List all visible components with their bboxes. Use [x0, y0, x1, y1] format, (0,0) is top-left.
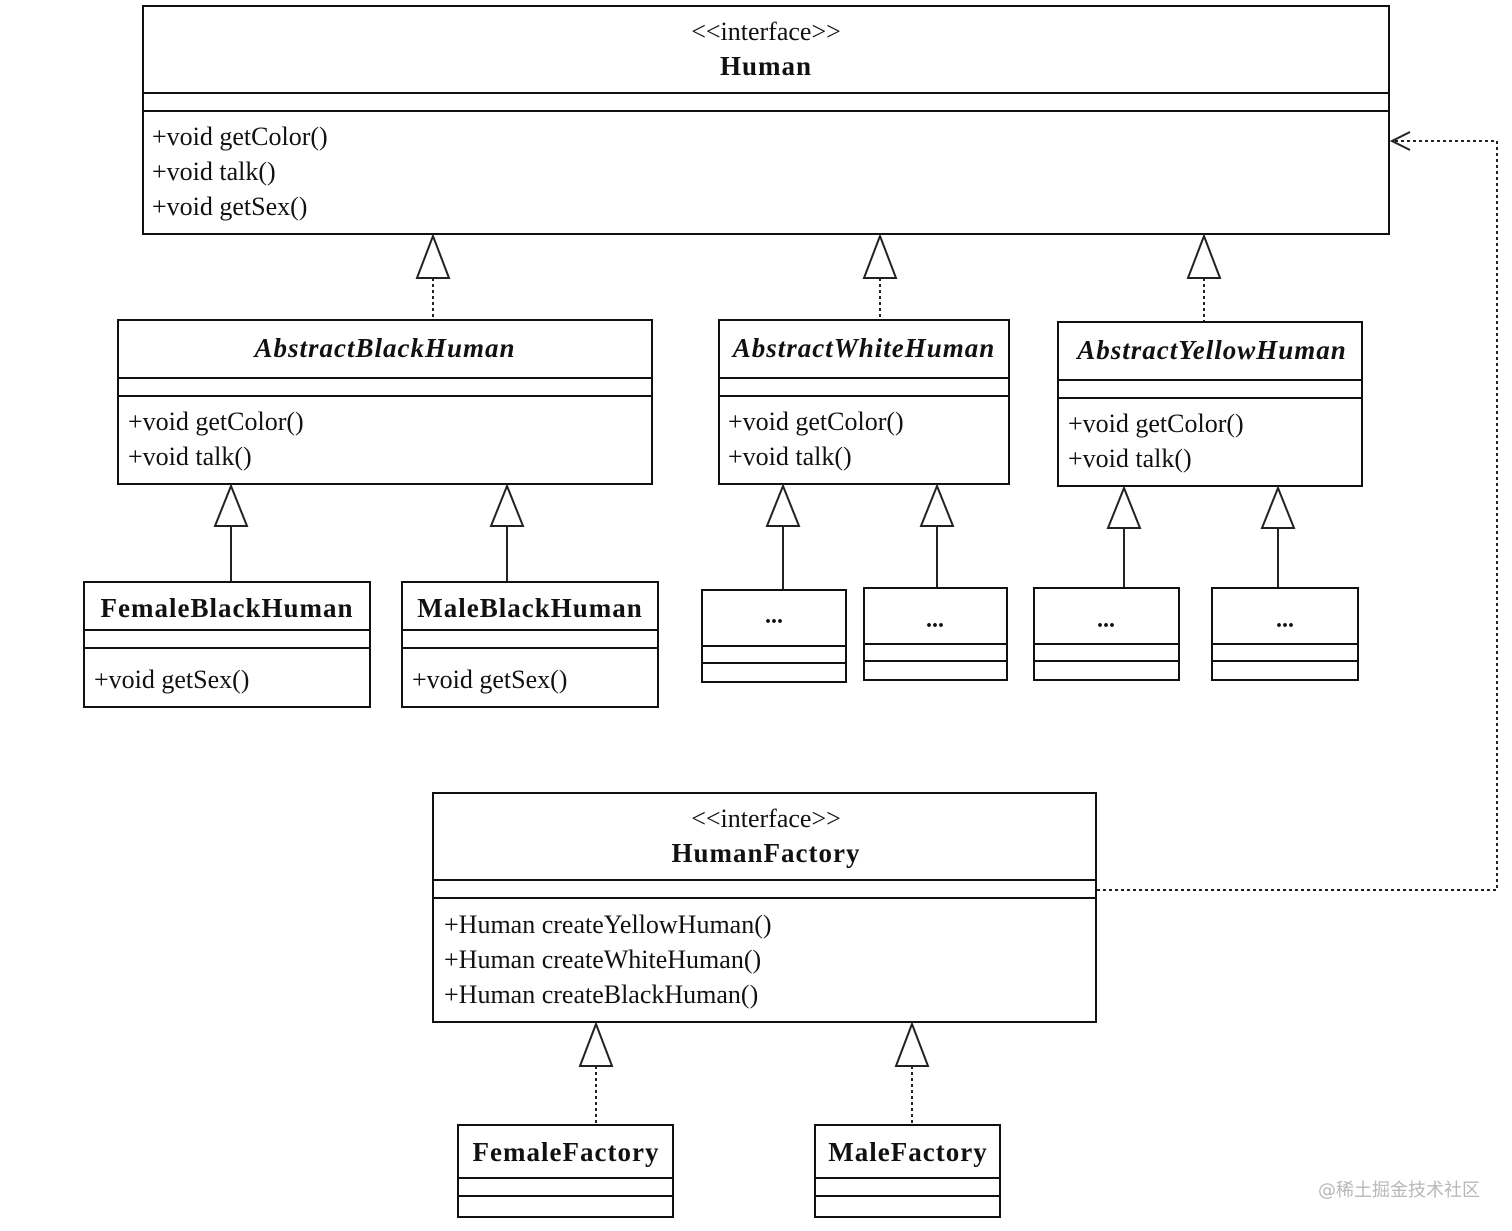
- male-black-human-name: MaleBlackHuman: [417, 593, 643, 623]
- abstract-yellow-human-name: AbstractYellowHuman: [1075, 335, 1347, 365]
- realization-male-factory-to-human-factory: [894, 1021, 930, 1125]
- abstract-white-human-name: AbstractWhiteHuman: [731, 333, 996, 363]
- class-placeholder: ...: [863, 587, 1008, 681]
- abstract-yellow-human-method: +void talk(): [1068, 444, 1192, 473]
- realization-abstract-white-to-human: [862, 233, 898, 320]
- female-factory-name: FemaleFactory: [473, 1137, 660, 1167]
- class-placeholder: ...: [1033, 587, 1180, 681]
- male-black-human-method: +void getSex(): [412, 665, 567, 694]
- abstract-black-human-method: +void getColor(): [128, 407, 304, 436]
- class-male-black-human: MaleBlackHuman +void getSex(): [401, 581, 659, 708]
- generalization-female-black-to-abstract-black: [213, 483, 249, 582]
- class-placeholder: ...: [1211, 587, 1359, 681]
- class-female-factory: FemaleFactory: [457, 1124, 674, 1218]
- human-factory-method: +Human createBlackHuman(): [444, 980, 758, 1009]
- abstract-white-human-method: +void getColor(): [728, 407, 904, 436]
- human-method: +void talk(): [152, 157, 276, 186]
- class-male-factory: MaleFactory: [814, 1124, 1001, 1218]
- placeholder-name: ...: [1276, 607, 1294, 633]
- generalization-male-black-to-abstract-black: [489, 483, 525, 582]
- realization-abstract-black-to-human: [415, 233, 451, 320]
- placeholder-name: ...: [1097, 607, 1115, 633]
- watermark: @稀土掘金技术社区: [1318, 1180, 1480, 1201]
- female-black-human-method: +void getSex(): [94, 665, 249, 694]
- human-stereotype: <<interface>>: [691, 17, 841, 46]
- human-factory-stereotype: <<interface>>: [691, 804, 841, 833]
- human-method: +void getSex(): [152, 192, 307, 221]
- human-class-name: Human: [720, 51, 812, 81]
- abstract-yellow-human-method: +void getColor(): [1068, 409, 1244, 438]
- class-human-factory: <<interface>> HumanFactory +Human create…: [432, 792, 1097, 1023]
- abstract-white-human-method: +void talk(): [728, 442, 852, 471]
- abstract-black-human-name: AbstractBlackHuman: [252, 333, 515, 363]
- class-placeholder: ...: [701, 589, 847, 683]
- generalization-white-child1: [765, 483, 801, 590]
- generalization-white-child2: [919, 483, 955, 588]
- class-human: <<interface>> Human +void getColor() +vo…: [142, 5, 1390, 235]
- abstract-black-human-method: +void talk(): [128, 442, 252, 471]
- dependency-human-factory-to-human: [1097, 131, 1498, 891]
- class-abstract-black-human: AbstractBlackHuman +void getColor() +voi…: [117, 319, 653, 485]
- female-black-human-name: FemaleBlackHuman: [101, 593, 354, 623]
- male-factory-name: MaleFactory: [828, 1137, 987, 1167]
- realization-abstract-yellow-to-human: [1186, 233, 1222, 322]
- human-factory-method: +Human createYellowHuman(): [444, 910, 772, 939]
- placeholder-name: ...: [765, 603, 783, 629]
- generalization-yellow-child2: [1260, 485, 1296, 588]
- realization-female-factory-to-human-factory: [578, 1021, 614, 1125]
- class-female-black-human: FemaleBlackHuman +void getSex(): [83, 581, 371, 708]
- generalization-yellow-child1: [1106, 485, 1142, 588]
- placeholder-name: ...: [926, 607, 944, 633]
- human-method: +void getColor(): [152, 122, 328, 151]
- class-abstract-white-human: AbstractWhiteHuman +void getColor() +voi…: [718, 319, 1010, 485]
- human-factory-class-name: HumanFactory: [672, 838, 861, 868]
- class-abstract-yellow-human: AbstractYellowHuman +void getColor() +vo…: [1057, 321, 1363, 487]
- human-factory-method: +Human createWhiteHuman(): [444, 945, 761, 974]
